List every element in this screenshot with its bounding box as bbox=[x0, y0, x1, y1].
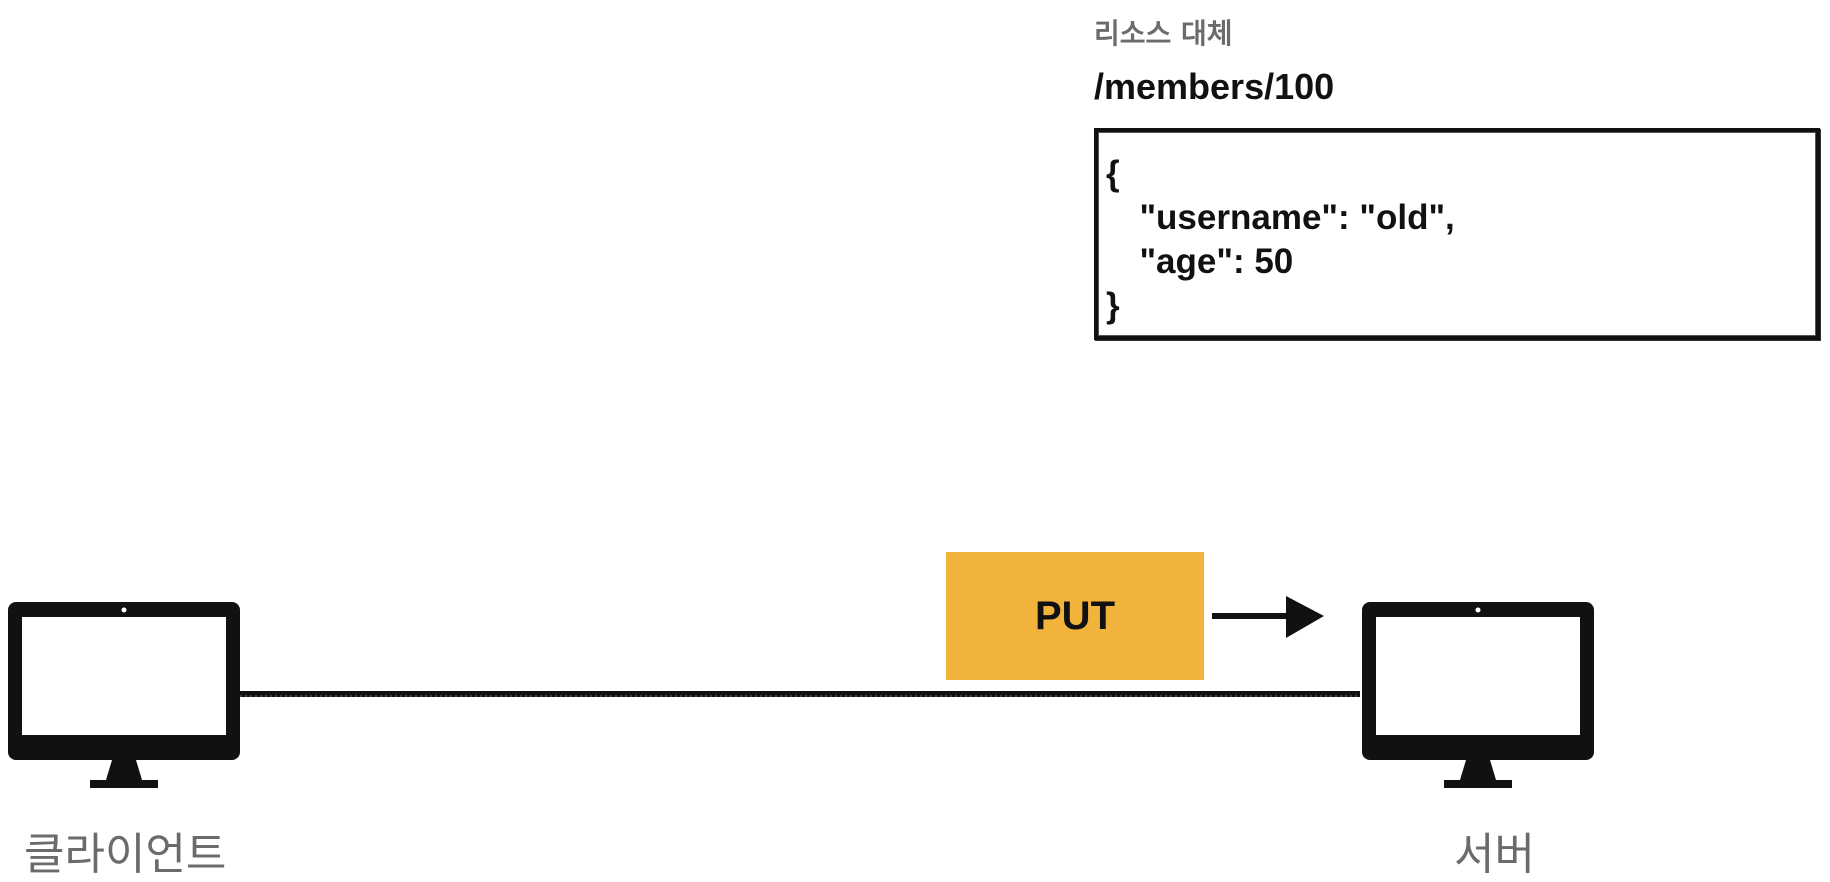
json-line-age: "age": 50 bbox=[1120, 242, 1294, 281]
json-line-open: { bbox=[1106, 154, 1120, 193]
resource-json-box: { "username": "old", "age": 50 } bbox=[1094, 128, 1820, 340]
server-monitor-icon bbox=[1362, 602, 1594, 788]
json-line-username: "username": "old", bbox=[1120, 198, 1455, 237]
client-monitor-icon bbox=[8, 602, 240, 788]
resource-path: /members/100 bbox=[1094, 66, 1335, 107]
server-label: 서버 bbox=[1454, 829, 1535, 880]
client-label: 클라이언트 bbox=[24, 829, 227, 880]
json-line-close: } bbox=[1106, 286, 1120, 325]
method-label: PUT bbox=[1035, 593, 1115, 638]
request-arrow-head bbox=[1286, 596, 1324, 638]
put-method-box: PUT bbox=[946, 552, 1204, 680]
resource-section-label: 리소스 대체 bbox=[1094, 17, 1233, 50]
